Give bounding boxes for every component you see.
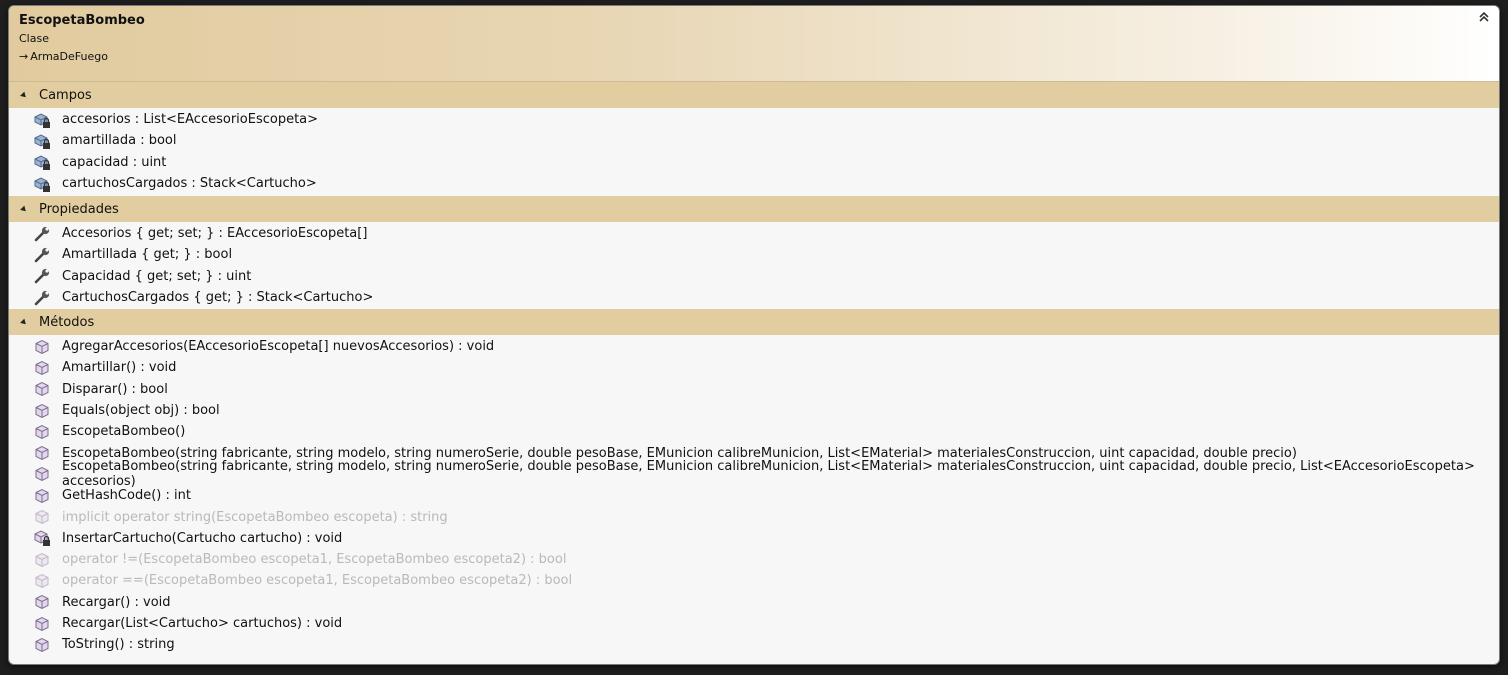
method-icon	[33, 508, 51, 526]
class-title: EscopetaBombeo	[19, 13, 145, 28]
method-item-label: Recargar() : void	[62, 594, 171, 610]
section-header-properties[interactable]: Propiedades	[9, 196, 1499, 222]
method-icon	[33, 615, 51, 633]
method-icon	[33, 636, 51, 654]
method-item-label: Equals(object obj) : bool	[62, 403, 220, 419]
method-item-label: GetHashCode() : int	[62, 488, 191, 504]
expand-triangle-icon	[20, 91, 28, 99]
method-icon	[33, 380, 51, 398]
method-item-label: AgregarAccesorios(EAccesorioEscopeta[] n…	[62, 339, 495, 355]
field-item-label: accesorios : List<EAccesorioEscopeta>	[62, 112, 319, 128]
method-item[interactable]: implicit operator string(EscopetaBombeo …	[9, 506, 1499, 527]
private-field-icon	[33, 111, 51, 129]
property-item-label: CartuchosCargados { get; } : Stack<Cartu…	[62, 290, 374, 306]
method-icon	[33, 465, 51, 483]
method-icon	[33, 359, 51, 377]
property-item[interactable]: Accesorios { get; set; } : EAccesorioEsc…	[9, 223, 1499, 244]
method-item[interactable]: operator ==(EscopetaBombeo escopeta1, Es…	[9, 570, 1499, 591]
field-item-label: amartillada : bool	[62, 133, 177, 149]
expand-triangle-icon	[20, 205, 28, 213]
property-item[interactable]: Capacidad { get; set; } : uint	[9, 266, 1499, 287]
fields-list: accesorios : List<EAccesorioEscopeta> ama…	[9, 109, 1499, 194]
property-item[interactable]: Amartillada { get; } : bool	[9, 244, 1499, 265]
method-item-label: operator !=(EscopetaBombeo escopeta1, Es…	[62, 552, 567, 568]
methods-list: AgregarAccesorios(EAccesorioEscopeta[] n…	[9, 336, 1499, 655]
method-icon	[33, 423, 51, 441]
method-icon	[33, 444, 51, 462]
field-item[interactable]: accesorios : List<EAccesorioEscopeta>	[9, 109, 1499, 130]
wrench-icon	[33, 225, 51, 243]
field-item-label: cartuchosCargados : Stack<Cartucho>	[62, 176, 317, 192]
method-item[interactable]: GetHashCode() : int	[9, 485, 1499, 506]
field-item-label: capacidad : uint	[62, 154, 167, 170]
method-item[interactable]: InsertarCartucho(Cartucho cartucho) : vo…	[9, 528, 1499, 549]
private-field-icon	[33, 175, 51, 193]
method-item[interactable]: Equals(object obj) : bool	[9, 400, 1499, 421]
method-item[interactable]: AgregarAccesorios(EAccesorioEscopeta[] n…	[9, 336, 1499, 357]
method-item-label: EscopetaBombeo()	[62, 424, 186, 440]
wrench-icon	[33, 267, 51, 285]
method-item-label: EscopetaBombeo(string fabricante, string…	[62, 445, 1297, 461]
field-item[interactable]: capacidad : uint	[9, 152, 1499, 173]
collapse-chevron-icon[interactable]	[1477, 10, 1491, 24]
method-item[interactable]: EscopetaBombeo(string fabricante, string…	[9, 442, 1499, 463]
private-field-icon	[33, 132, 51, 150]
class-header[interactable]: EscopetaBombeo Clase → ArmaDeFuego	[9, 6, 1499, 82]
method-icon	[33, 593, 51, 611]
wrench-icon	[33, 289, 51, 307]
property-item-label: Accesorios { get; set; } : EAccesorioEsc…	[62, 226, 368, 242]
method-icon	[33, 402, 51, 420]
section-header-fields[interactable]: Campos	[9, 82, 1499, 108]
method-item[interactable]: ToString() : string	[9, 634, 1499, 655]
method-icon	[33, 487, 51, 505]
wrench-icon	[33, 246, 51, 264]
field-item[interactable]: amartillada : bool	[9, 130, 1499, 151]
class-shape[interactable]: EscopetaBombeo Clase → ArmaDeFuego Campo…	[8, 5, 1500, 665]
property-item-label: Capacidad { get; set; } : uint	[62, 268, 252, 284]
method-icon	[33, 572, 51, 590]
section-label: Métodos	[39, 314, 95, 330]
method-item-label: Recargar(List<Cartucho> cartuchos) : voi…	[62, 616, 343, 631]
class-kind: Clase	[19, 32, 49, 45]
base-class: → ArmaDeFuego	[19, 50, 108, 63]
properties-list: Accesorios { get; set; } : EAccesorioEsc…	[9, 223, 1499, 308]
private-method-icon	[33, 529, 51, 547]
method-item[interactable]: Recargar() : void	[9, 592, 1499, 613]
method-item-label: EscopetaBombeo(string fabricante, string…	[62, 459, 1475, 490]
property-item[interactable]: CartuchosCargados { get; } : Stack<Cartu…	[9, 287, 1499, 308]
section-header-methods[interactable]: Métodos	[9, 309, 1499, 335]
method-item[interactable]: Disparar() : bool	[9, 379, 1499, 400]
method-item-label: implicit operator string(EscopetaBombeo …	[62, 509, 448, 525]
method-item-label: operator ==(EscopetaBombeo escopeta1, Es…	[62, 573, 573, 589]
method-icon	[33, 338, 51, 356]
method-item-label: InsertarCartucho(Cartucho cartucho) : vo…	[62, 530, 343, 546]
method-item[interactable]: operator !=(EscopetaBombeo escopeta1, Es…	[9, 549, 1499, 570]
base-class-label: ArmaDeFuego	[30, 50, 108, 63]
expand-triangle-icon	[20, 318, 28, 326]
property-item-label: Amartillada { get; } : bool	[62, 247, 233, 263]
method-item-label: Amartillar() : void	[62, 360, 177, 376]
method-item[interactable]: EscopetaBombeo()	[9, 421, 1499, 442]
section-label: Propiedades	[39, 201, 119, 217]
method-item[interactable]: Recargar(List<Cartucho> cartuchos) : voi…	[9, 613, 1499, 634]
method-item-label: Disparar() : bool	[62, 381, 168, 397]
section-label: Campos	[39, 87, 92, 103]
field-item[interactable]: cartuchosCargados : Stack<Cartucho>	[9, 173, 1499, 194]
private-field-icon	[33, 153, 51, 171]
method-icon	[33, 551, 51, 569]
method-item[interactable]: EscopetaBombeo(string fabricante, string…	[9, 459, 1499, 489]
method-item[interactable]: Amartillar() : void	[9, 357, 1499, 378]
method-item-label: ToString() : string	[62, 637, 175, 653]
inheritance-arrow-icon: →	[19, 50, 29, 63]
